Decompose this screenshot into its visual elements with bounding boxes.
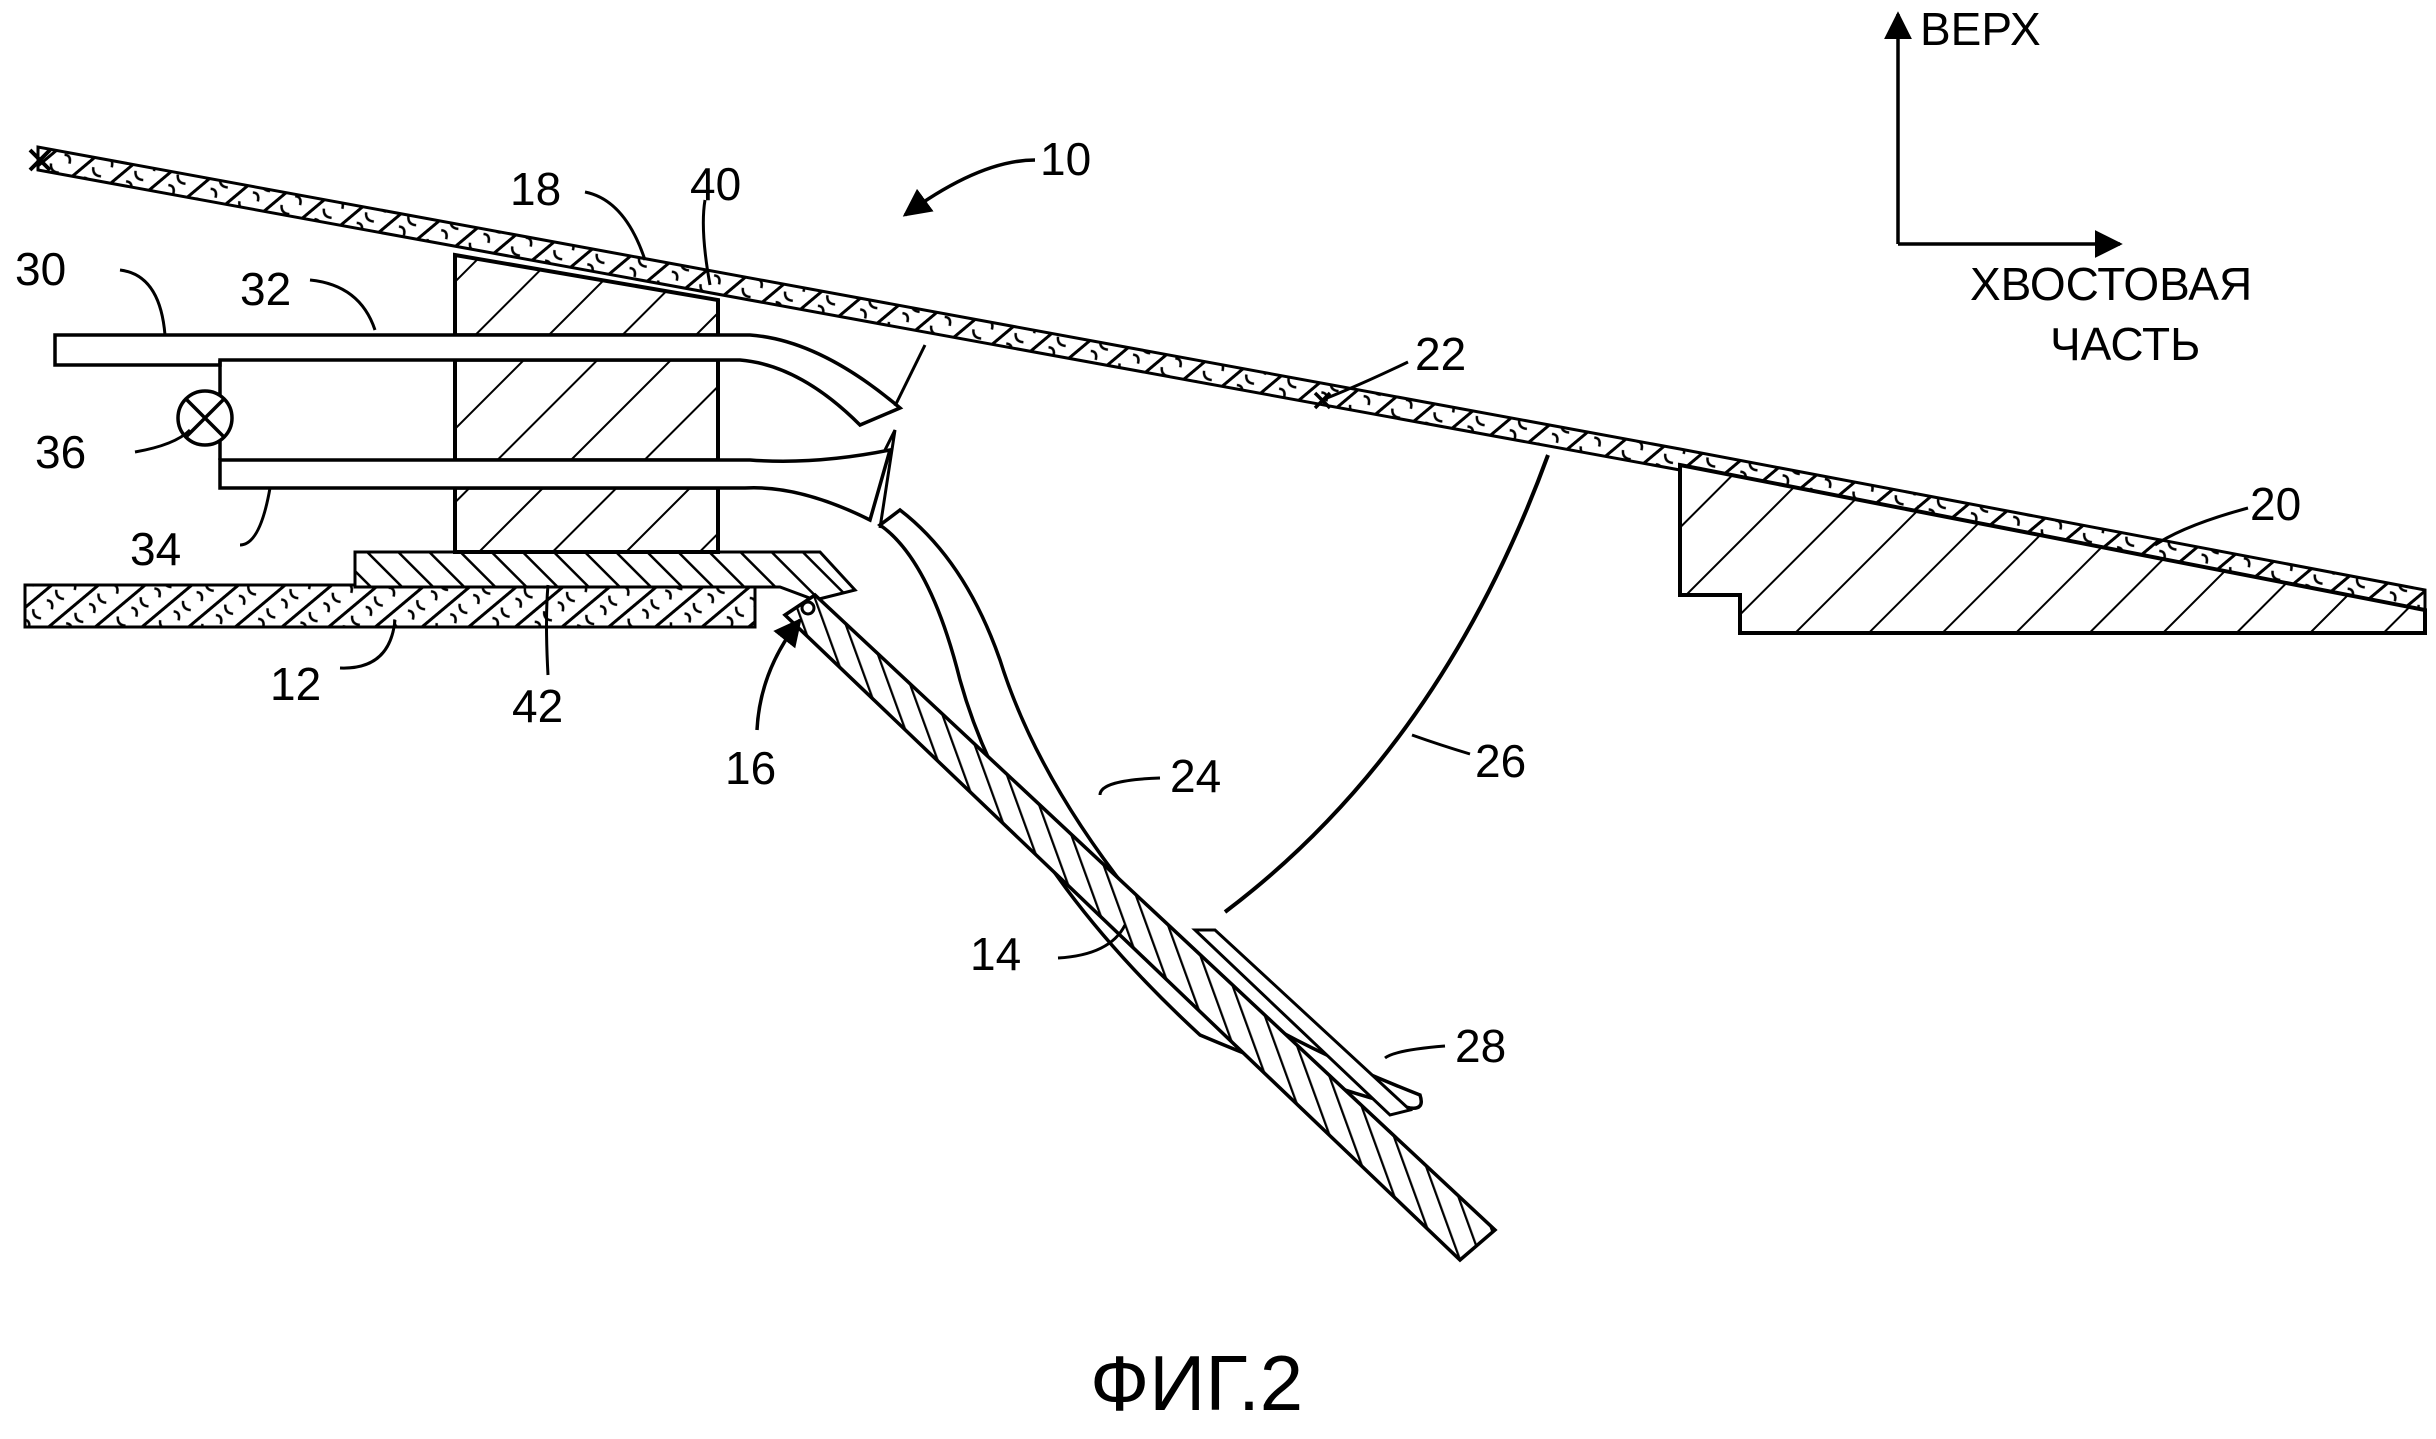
aft-label-line1: ХВОСТОВАЯ [1970,258,2252,310]
curve-26 [1223,454,1550,914]
valve-cross [185,398,225,438]
label-28: 28 [1455,1020,1506,1072]
leader-lines [119,190,2249,1060]
label-18: 18 [510,163,561,215]
label-34: 34 [130,523,181,575]
tube-passage-lower [455,460,718,488]
label-40: 40 [690,158,741,210]
arrow-16 [755,617,802,731]
label-16: 16 [725,742,776,794]
pivot-16 [800,600,816,616]
vane-24 [877,507,1423,1110]
label-10: 10 [1040,133,1091,185]
tip-28-overlap [1191,928,1414,1117]
label-36: 36 [35,426,86,478]
up-label: ВЕРХ [1920,3,2041,55]
label-12: 12 [270,658,321,710]
label-30: 30 [15,243,66,295]
inner-support-12 [23,583,757,629]
liner-edge-mark [28,148,52,172]
figure-caption: ФИГ.2 [1090,1339,1303,1427]
label-20: 20 [2250,478,2301,530]
label-42: 42 [512,680,563,732]
label-32: 32 [240,263,291,315]
strut-14 [782,592,1498,1263]
aft-component-20 [1678,462,2427,635]
tube-passage-upper [455,335,718,360]
nozzle-upper-tip [893,344,927,407]
block-40 [453,252,720,554]
label-14: 14 [970,928,1021,980]
label-24: 24 [1170,750,1221,802]
arrow-10 [902,158,1036,217]
label-22: 22 [1415,328,1466,380]
label-26: 26 [1475,735,1526,787]
nozzle-lower-tip [878,429,897,529]
aft-label-line2: ЧАСТЬ [2050,318,2200,370]
